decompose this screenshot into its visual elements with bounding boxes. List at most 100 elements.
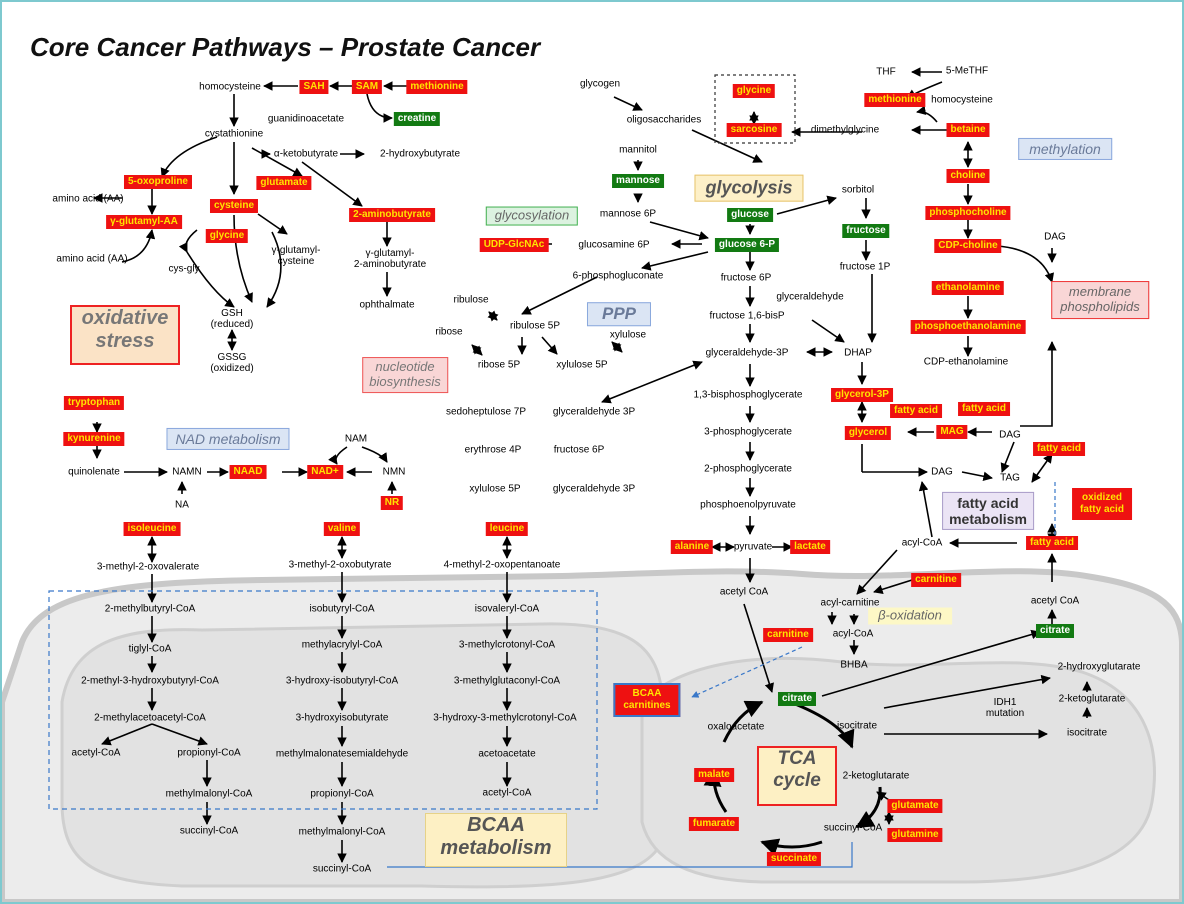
metabolite-kynurenine: kynurenine (63, 432, 125, 446)
metabolite-oligosaccharides: oligosaccharides (626, 114, 702, 126)
metabolite-2-aminobutyrate: 2-aminobutyrate (349, 208, 435, 222)
metabolite-leucine: leucine (485, 522, 529, 536)
metabolite-5-methf: 5-MeTHF (945, 65, 989, 77)
metabolite-na: NA (175, 499, 189, 511)
metabolite-glucose: glucose (727, 208, 773, 222)
metabolite-isocitrate: isocitrate (836, 720, 878, 732)
metabolite-acetyl-coa-right: acetyl CoA (1030, 595, 1080, 607)
metabolite-ophthalmate: ophthalmate (359, 299, 415, 311)
label-bcaa-metabolism: BCAA metabolism (425, 813, 567, 867)
metabolite-xylulose-5p: xylulose 5P (556, 359, 608, 371)
label-ppp: PPP (586, 302, 652, 326)
metabolite-choline: choline (946, 169, 990, 183)
metabolite-guanidinoacetate: guanidinoacetate (267, 113, 345, 125)
metabolite-amino-acid-1: amino acid (AA) (52, 193, 124, 205)
metabolite-fructose-6p: fructose 6P (720, 272, 772, 284)
metabolite-tiglyl-coa: tiglyl-CoA (128, 643, 172, 655)
metabolite-acetyl-coa-bcaa1: acetyl-CoA (71, 747, 121, 759)
metabolite-alanine: alanine (670, 540, 714, 554)
metabolite-gssg: GSSG (oxidized) (210, 352, 254, 374)
metabolite-homocysteine-left: homocysteine (199, 81, 261, 93)
metabolite-3-hydroxyisobutyrate: 3-hydroxyisobutyrate (295, 712, 389, 724)
metabolite-fructose-6p-ppp: fructose 6P (553, 444, 605, 456)
metabolite-succinyl-coa-1: succinyl-CoA (179, 825, 239, 837)
page-title: Core Cancer Pathways – Prostate Cancer (30, 32, 541, 62)
metabolite-carnitine-2: carnitine (763, 628, 813, 642)
metabolite-nam: NAM (344, 433, 368, 445)
metabolite-oxaloacetate: oxaloacetate (707, 721, 765, 733)
metabolite-pyruvate: pyruvate (733, 541, 773, 553)
metabolite-glycine-left: glycine (205, 229, 249, 243)
metabolite-isocitrate-right: isocitrate (1066, 727, 1108, 739)
metabolite-fructose-16-bisp: fructose 1,6-bisP (709, 310, 785, 322)
metabolite-citrate-tca: citrate (777, 692, 817, 706)
metabolite-methionine-top: methionine (406, 80, 468, 94)
metabolite-glycogen: glycogen (579, 78, 621, 90)
metabolite-homocysteine-right: homocysteine (931, 94, 993, 106)
metabolite-thf: THF (876, 66, 896, 78)
metabolite-3-methyl-2-oxobutyrate: 3-methyl-2-oxobutyrate (288, 559, 392, 571)
metabolite-tryptophan: tryptophan (63, 396, 125, 410)
label-nad-metabolism: NAD metabolism (166, 427, 290, 451)
label-tca-cycle: TCA cycle (757, 746, 837, 806)
metabolite-succinate: succinate (766, 852, 822, 866)
metabolite-sorbitol: sorbitol (841, 184, 875, 196)
metabolite-succinyl-coa-tca: succinyl-CoA (823, 822, 883, 834)
metabolite-3-phosphoglycerate: 3-phosphoglycerate (704, 426, 792, 438)
metabolite-acyl-carnitine: acyl-carnitine (820, 597, 880, 609)
metabolite-propionyl-coa-1: propionyl-CoA (177, 747, 241, 759)
label-fatty-acid-metabolism: fatty acid metabolism (942, 491, 1034, 531)
metabolite-13-bisphosphoglycerate: 1,3-bisphosphoglycerate (693, 389, 803, 401)
metabolite-2-methylbutyryl-coa: 2-methylbutyryl-CoA (104, 603, 196, 615)
metabolite-acyl-coa-beta: acyl-CoA (832, 628, 874, 640)
metabolite-namn: NAMN (172, 466, 202, 478)
metabolite-cystathionine: cystathionine (204, 128, 264, 140)
metabolite-mag: MAG (936, 425, 968, 439)
metabolite-glycerol-3p: glycerol-3P (831, 388, 893, 402)
metabolite-cdp-choline: CDP-choline (934, 239, 1002, 253)
label-beta-oxidation: β-oxidation (868, 607, 952, 625)
metabolite-ethanolamine: ethanolamine (931, 281, 1005, 295)
metabolite-amino-acid-2: amino acid (AA) (56, 253, 128, 265)
metabolite-acyl-coa-right: acyl-CoA (901, 537, 943, 549)
metabolite-propionyl-coa-2: propionyl-CoA (310, 788, 374, 800)
metabolite-phosphoenolpyruvate: phosphoenolpyruvate (700, 499, 796, 511)
metabolite-gsh: GSH (reduced) (210, 308, 254, 330)
metabolite-glutamate-tca: glutamate (887, 799, 943, 813)
metabolite-fatty-acid-3: fatty acid (1033, 442, 1085, 456)
metabolite-5-oxoproline: 5-oxoproline (123, 175, 193, 189)
metabolite-nad-plus: NAD+ (307, 465, 343, 479)
metabolite-glyceraldehyde: glyceraldehyde (776, 291, 844, 303)
label-membrane-phospholipids: membrane phospholipids (1051, 281, 1149, 319)
metabolite-fructose: fructose (842, 224, 890, 238)
metabolite-tag: TAG (1000, 472, 1020, 484)
metabolite-glyceraldehyde-3p-b: glyceraldehyde 3P (552, 483, 636, 495)
metabolite-acetyl-coa-center: acetyl CoA (719, 586, 769, 598)
metabolite-3-methylcrotonyl-coa: 3-methylcrotonyl-CoA (458, 639, 556, 651)
metabolite-4-methyl-2-oxopentanoate: 4-methyl-2-oxopentanoate (443, 559, 561, 571)
metabolite-ribose: ribose (435, 326, 463, 338)
metabolite-idh1-mutation: IDH1 mutation (985, 697, 1025, 719)
metabolite-udp-glcnac: UDP-GlcNAc (479, 238, 549, 252)
metabolite-glucosamine-6p: glucosamine 6P (578, 239, 650, 251)
label-methylation: methylation (1018, 137, 1112, 161)
metabolite-quinolenate: quinolenate (68, 466, 120, 478)
metabolite-gamma-glutamyl-aa: γ-glutamyl-AA (106, 215, 182, 229)
metabolite-ribulose-5p: ribulose 5P (509, 320, 561, 332)
metabolite-cysteine: cysteine (209, 199, 259, 213)
metabolite-glycerol: glycerol (844, 426, 892, 440)
metabolite-gamma-glutamyl-cysteine: γ-glutamyl- cysteine (271, 245, 321, 267)
metabolite-citrate-right: citrate (1035, 624, 1075, 638)
metabolite-lactate: lactate (790, 540, 830, 554)
metabolite-cys-gly: cys-gly (168, 263, 200, 275)
metabolite-nmn: NMN (382, 466, 406, 478)
metabolite-glutamate-top: glutamate (256, 176, 312, 190)
metabolite-6-phosphogluconate: 6-phosphogluconate (572, 270, 664, 282)
metabolite-dag-low: DAG (931, 466, 953, 478)
metabolite-phosphocholine: phosphocholine (925, 206, 1011, 220)
metabolite-betaine: betaine (946, 123, 990, 137)
metabolite-3-methyl-2-oxovalerate: 3-methyl-2-oxovalerate (96, 561, 200, 573)
metabolite-mannose: mannose (612, 174, 664, 188)
metabolite-fatty-acid-1: fatty acid (890, 404, 942, 418)
